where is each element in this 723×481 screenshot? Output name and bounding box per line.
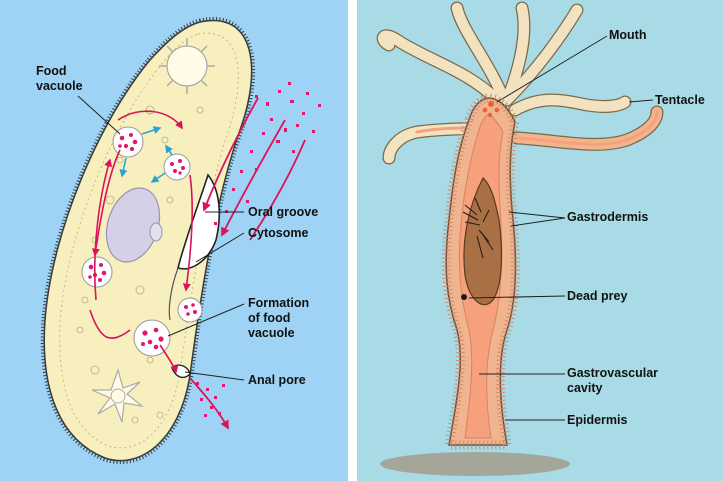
substrate [380,452,570,476]
food-vacuole-2 [164,154,190,180]
label-gastrodermis: Gastrodermis [567,210,648,225]
paramecium-panel: Food vacuole Oral groove Cytosome Format… [0,0,348,481]
label-cytosome: Cytosome [248,226,308,241]
micronucleus [150,223,162,241]
contractile-vacuole-top [159,38,215,94]
hydra-illustration [357,0,723,481]
label-tentacle: Tentacle [655,93,705,108]
hydra-panel: Mouth Tentacle Gastrodermis Dead prey Ga… [357,0,723,481]
label-formation-food-vacuole: Formation of food vacuole [248,296,309,341]
label-dead-prey: Dead prey [567,289,627,304]
food-vacuole-5 [178,298,202,322]
food-vacuole-3 [82,257,112,287]
label-oral-groove: Oral groove [248,205,318,220]
label-gastrovascular-cavity: Gastrovascular cavity [567,366,658,396]
label-anal-pore: Anal pore [248,373,306,388]
label-food-vacuole: Food vacuole [36,64,83,94]
label-epidermis: Epidermis [567,413,627,428]
label-mouth: Mouth [609,28,646,43]
